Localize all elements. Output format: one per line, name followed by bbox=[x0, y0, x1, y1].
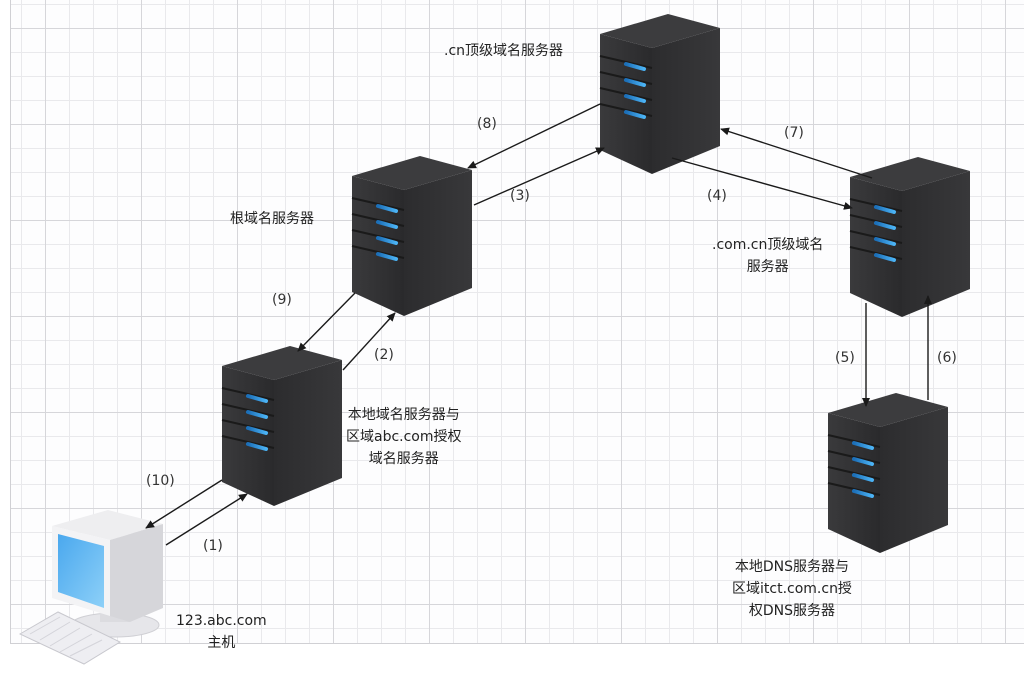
arrow-step-1 bbox=[165, 493, 248, 546]
step-label-5: (5) bbox=[835, 350, 855, 366]
label-line: 根域名服务器 bbox=[230, 211, 314, 227]
cn-tld-server-label: .cn顶级域名服务器 bbox=[444, 40, 563, 62]
label-line: 区域itct.com.cn授 bbox=[732, 581, 852, 597]
arrow-step-7 bbox=[720, 127, 873, 179]
label-line: 主机 bbox=[207, 635, 236, 651]
arrow-step-3 bbox=[473, 147, 605, 206]
label-line: .com.cn顶级域名 bbox=[712, 237, 824, 253]
label-line: 123.abc.com bbox=[176, 613, 267, 629]
step-label-7: (7) bbox=[784, 125, 804, 141]
step-label-10: (10) bbox=[146, 473, 175, 489]
root-server-label: 根域名服务器 bbox=[230, 208, 314, 230]
com-cn-tld-server-icon bbox=[848, 155, 972, 319]
com-cn-tld-server-label: .com.cn顶级域名 服务器 bbox=[712, 234, 823, 278]
arrow-step-2 bbox=[342, 312, 396, 371]
step-label-1: (1) bbox=[203, 538, 223, 554]
local-itct-server-label: 本地DNS服务器与 区域itct.com.cn授 权DNS服务器 bbox=[732, 556, 852, 622]
local-abc-server-label: 本地域名服务器与 区域abc.com授权 域名服务器 bbox=[346, 404, 462, 470]
root-server-icon bbox=[350, 154, 474, 318]
host-label: 123.abc.com 主机 bbox=[176, 610, 267, 654]
step-label-3: (3) bbox=[510, 188, 530, 204]
label-line: 本地DNS服务器与 bbox=[734, 559, 850, 575]
local-itct-server-icon bbox=[826, 391, 950, 555]
label-line: .cn顶级域名服务器 bbox=[444, 43, 564, 59]
label-line: 权DNS服务器 bbox=[748, 603, 836, 619]
arrow-step-8 bbox=[467, 103, 601, 169]
label-line: 服务器 bbox=[746, 259, 789, 275]
host-computer-icon bbox=[18, 510, 163, 665]
step-label-4: (4) bbox=[707, 188, 727, 204]
arrow-step-4 bbox=[671, 157, 853, 210]
cn-tld-server-icon bbox=[598, 12, 722, 176]
arrow-step-9 bbox=[297, 292, 356, 352]
step-label-9: (9) bbox=[272, 292, 292, 308]
label-line: 域名服务器 bbox=[368, 451, 439, 467]
label-line: 区域abc.com授权 bbox=[346, 429, 462, 445]
local-abc-server-icon bbox=[220, 344, 344, 508]
arrow-step-10 bbox=[145, 479, 223, 529]
step-label-2: (2) bbox=[374, 347, 394, 363]
label-line: 本地域名服务器与 bbox=[347, 407, 460, 423]
step-label-6: (6) bbox=[937, 350, 957, 366]
step-label-8: (8) bbox=[477, 116, 497, 132]
